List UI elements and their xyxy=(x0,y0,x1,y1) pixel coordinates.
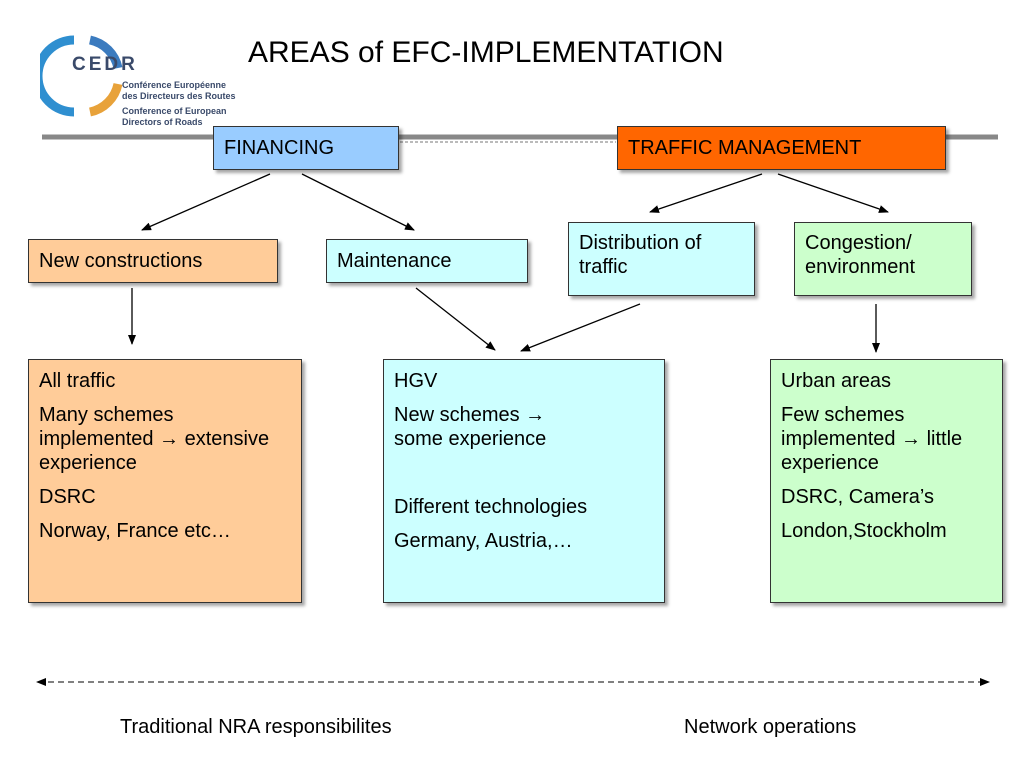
detail-left-1: All traffic xyxy=(39,370,116,392)
logo-acronym: CEDR xyxy=(72,54,138,75)
arrow-distribution-to-center xyxy=(520,303,641,352)
detail-center-4: Germany, Austria,… xyxy=(394,530,573,552)
detail-right-4: London,Stockholm xyxy=(781,520,947,542)
new-constructions-box: New constructions xyxy=(28,239,278,283)
traffic-management-box: TRAFFIC MANAGEMENT xyxy=(617,126,946,170)
maintenance-box: Maintenance xyxy=(326,239,528,283)
arrow-traffic-to-distribution xyxy=(649,173,763,213)
traffic-management-label: TRAFFIC MANAGEMENT xyxy=(628,137,862,159)
arrow-financing-to-new-constructions xyxy=(141,173,271,231)
detail-center-2: New schemes → some experience xyxy=(394,404,547,450)
page-title: AREAS of EFC-IMPLEMENTATION xyxy=(248,36,724,69)
detail-right-3: DSRC, Camera’s xyxy=(781,486,934,508)
bottom-right-arrowhead-icon xyxy=(980,678,990,686)
arrow-traffic-to-congestion xyxy=(777,173,889,213)
urban-areas-details-box: Urban areas Few schemes implemented → li… xyxy=(770,359,1003,603)
detail-left-3: DSRC xyxy=(39,486,96,508)
all-traffic-details-box: All traffic Many schemes implemented → e… xyxy=(28,359,302,603)
hgv-details-box: HGV New schemes → some experience Differ… xyxy=(383,359,665,603)
detail-right-2: Few schemes implemented → little experie… xyxy=(781,404,963,474)
arrow-financing-to-maintenance xyxy=(301,173,415,231)
detail-left-2: Many schemes implemented → extensive exp… xyxy=(39,404,270,474)
cedr-logo-ring-icon xyxy=(40,35,123,117)
logo-name-en-2: Directors of Roads xyxy=(122,117,203,127)
distribution-label: Distribution of traffic xyxy=(579,232,702,278)
network-operations-label: Network operations xyxy=(684,716,857,738)
detail-right-1: Urban areas xyxy=(781,370,892,392)
detail-left-4: Norway, France etc… xyxy=(39,520,231,542)
detail-center-3: Different technologies xyxy=(394,496,588,518)
maintenance-label: Maintenance xyxy=(337,250,452,272)
detail-center-1: HGV xyxy=(394,370,438,392)
new-constructions-label: New constructions xyxy=(39,250,203,272)
financing-box: FINANCING xyxy=(213,126,399,170)
congestion-label: Congestion/ environment xyxy=(805,232,916,278)
congestion-box: Congestion/ environment xyxy=(794,222,972,296)
distribution-box: Distribution of traffic xyxy=(568,222,755,296)
bottom-left-arrowhead-icon xyxy=(36,678,46,686)
logo-name-fr-2: des Directeurs des Routes xyxy=(122,91,236,101)
traditional-nra-label: Traditional NRA responsibilites xyxy=(120,716,392,738)
logo-name-fr-1: Conférence Européenne xyxy=(122,80,227,90)
arrow-maintenance-to-center xyxy=(415,287,496,351)
logo-name-en-1: Conference of European xyxy=(122,106,227,116)
financing-label: FINANCING xyxy=(224,137,334,159)
